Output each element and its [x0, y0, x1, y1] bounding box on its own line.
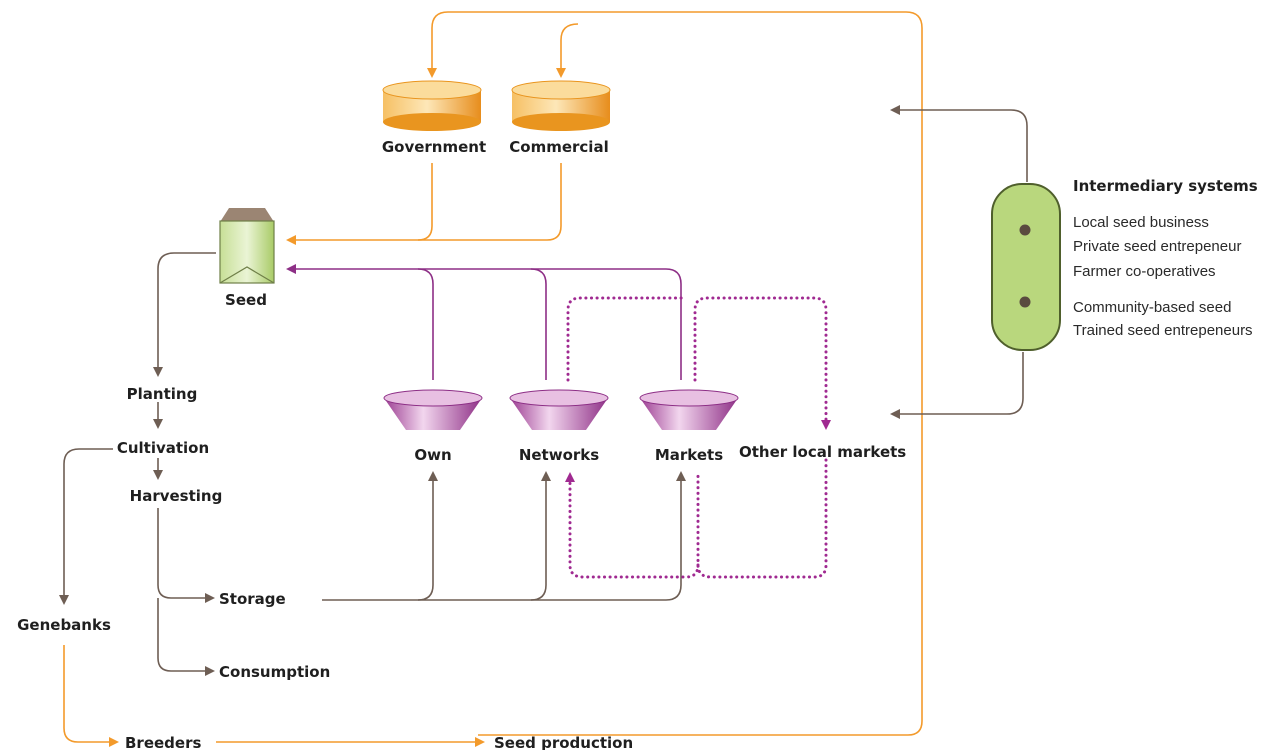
brown-seed-to-planting	[153, 252, 216, 377]
dotted-loop-bottom-to-networks	[570, 458, 828, 579]
commercial-barrel	[511, 80, 611, 131]
intermediary-item: Private seed entrepeneur	[1073, 238, 1241, 255]
intermediary-item: Farmer co-operatives	[1073, 263, 1216, 280]
intermediary-dot-1	[1019, 224, 1031, 236]
label-seed-production: Seed production	[494, 734, 633, 750]
intermediary-item: Trained seed entrepeneurs	[1073, 322, 1253, 339]
brown-storage-to-markets	[322, 471, 686, 601]
label-other-local-markets: Other local markets	[739, 443, 906, 461]
label-own: Own	[414, 446, 451, 464]
government-barrel	[382, 80, 482, 131]
intermediary-capsule	[991, 183, 1061, 351]
label-planting: Planting	[127, 385, 198, 403]
brown-harvesting-to-consumption	[157, 598, 215, 676]
purple-networks-to-seed	[530, 268, 547, 380]
label-genebanks: Genebanks	[17, 616, 111, 634]
label-seed: Seed	[225, 291, 267, 309]
label-networks: Networks	[519, 446, 599, 464]
label-storage: Storage	[219, 590, 286, 608]
label-breeders: Breeders	[125, 734, 201, 750]
brown-intermediary-to-other-local-markets	[890, 352, 1024, 419]
brown-intermediary-to-top	[890, 105, 1028, 182]
label-markets: Markets	[655, 446, 723, 464]
orange-genebanks-to-breeders	[63, 645, 119, 747]
own-bowl	[383, 389, 483, 430]
label-harvesting: Harvesting	[130, 487, 223, 505]
intermediary-item: Local seed business	[1073, 214, 1209, 231]
networks-bowl	[509, 389, 609, 430]
label-consumption: Consumption	[219, 663, 330, 681]
label-cultivation: Cultivation	[117, 439, 209, 457]
intermediary-dot-2	[1019, 296, 1031, 308]
orange-government-to-seed	[286, 163, 433, 245]
orange-loop-to-commercial	[556, 23, 579, 78]
brown-cultivation-to-genebanks	[59, 448, 113, 605]
purple-markets-to-seed	[286, 264, 682, 380]
dotted-loop-networks-markets	[566, 296, 684, 382]
brown-storage-to-networks	[530, 471, 551, 601]
markets-bowl	[639, 389, 739, 430]
brown-storage-to-own	[417, 471, 438, 601]
seed-packet-icon	[219, 208, 275, 284]
brown-harvesting-to-storage	[157, 508, 215, 603]
orange-loop-to-government	[427, 11, 923, 736]
label-government: Government	[382, 138, 486, 156]
orange-commercial-to-seed	[418, 163, 562, 241]
purple-own-to-seed	[417, 268, 434, 380]
intermediary-item: Community-based seed	[1073, 299, 1231, 316]
label-commercial: Commercial	[509, 138, 608, 156]
intermediary-title: Intermediary systems	[1073, 177, 1258, 195]
